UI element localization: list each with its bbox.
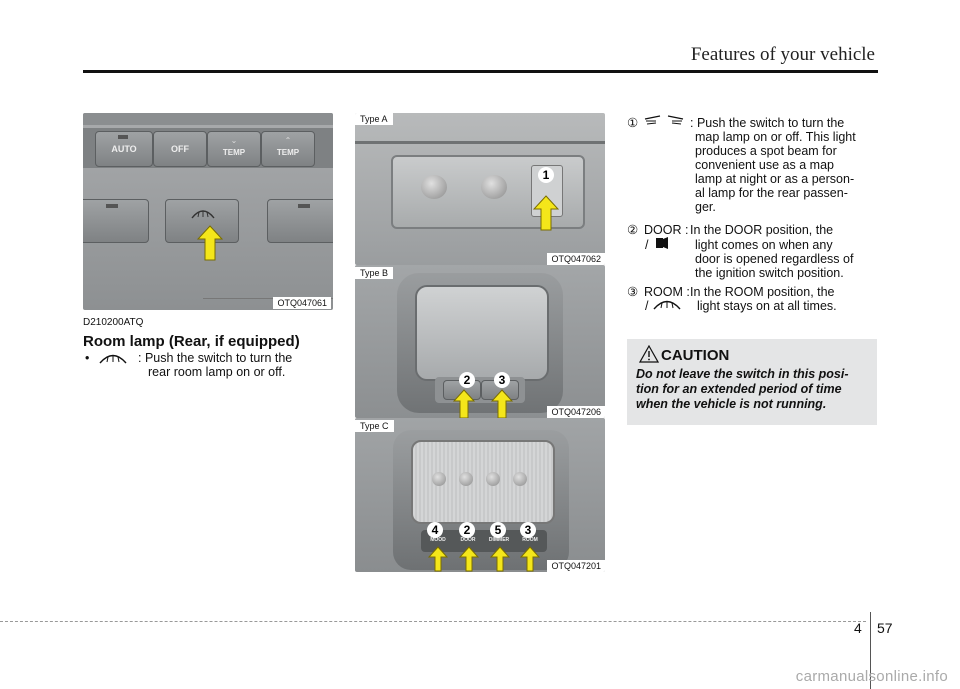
item-1-line-6: al lamp for the rear passen-: [695, 186, 848, 200]
room-lamp-heading: Room lamp (Rear, if equipped): [83, 333, 300, 350]
header-rule: [83, 70, 878, 73]
marker-2: 2: [459, 372, 475, 388]
caution-line-1: Do not leave the switch in this posi-: [636, 367, 849, 381]
figure-caption-type-a: OTQ047062: [547, 253, 605, 265]
item-2-label: DOOR :: [644, 223, 689, 237]
item-1-number: ①: [627, 116, 639, 130]
section-title: Features of your vehicle: [690, 44, 875, 65]
up-arrow-icon: [491, 389, 513, 418]
map-lamp-icon: [644, 115, 684, 125]
item-3-number: ③: [627, 285, 639, 299]
caution-box: CAUTION Do not leave the switch in this …: [627, 339, 877, 425]
room-lamp-icon: [99, 354, 127, 364]
item-3-label: ROOM :: [644, 285, 690, 299]
up-arrow-icon: [197, 225, 223, 261]
page-number: 57: [877, 620, 893, 636]
watermark: carmanualsonline.info: [795, 668, 948, 685]
room-lamp-icon: [191, 210, 215, 219]
auto-button: AUTO: [95, 131, 153, 167]
up-arrow-icon: [490, 546, 510, 572]
caution-title: CAUTION: [661, 347, 730, 364]
up-arrow-icon: [520, 546, 540, 572]
figure-caption-left: OTQ047061: [273, 297, 331, 309]
temp-up-button: ⌃ TEMP: [261, 131, 315, 167]
warning-icon: [639, 345, 659, 363]
footer-dashed-rule: [0, 621, 866, 622]
figure-type-a: 1 Type A OTQ047062: [355, 113, 605, 265]
marker-3: 3: [494, 372, 510, 388]
item-2-line-2: light comes on when any: [695, 238, 833, 252]
item-3-slash: /: [645, 299, 649, 313]
up-arrow-icon: [453, 389, 475, 418]
room-button: ROOM: [522, 537, 538, 543]
item-3-line-2: light stays on at all times.: [697, 299, 837, 313]
type-c-label: Type C: [355, 420, 394, 432]
type-b-label: Type B: [355, 267, 394, 279]
room-lamp-desc-line1: : Push the switch to turn the: [138, 351, 293, 365]
item-2-slash: /: [645, 238, 649, 252]
chapter-number: 4: [854, 620, 862, 636]
item-2-number: ②: [627, 223, 639, 237]
marker-4: 4: [427, 522, 443, 538]
temp-down-button: ⌄ TEMP: [207, 131, 261, 167]
item-1-line-1: : Push the switch to turn the: [690, 116, 845, 130]
marker-2: 2: [459, 522, 475, 538]
up-arrow-icon: [459, 546, 479, 572]
side-button-right: [267, 199, 333, 243]
marker-5: 5: [490, 522, 506, 538]
bullet: •: [85, 351, 90, 365]
door-button: DOOR: [460, 537, 476, 543]
figure-caption-type-b: OTQ047206: [547, 406, 605, 418]
caution-line-3: when the vehicle is not running.: [636, 397, 827, 411]
dimmer-button: DIMMER: [488, 537, 510, 543]
marker-1: 1: [538, 167, 554, 183]
up-arrow-icon: [428, 546, 448, 572]
caution-line-2: tion for an extended period of time: [636, 382, 842, 396]
mood-button: MOOD: [430, 537, 446, 543]
figure-type-c: MOOD DOOR DIMMER ROOM 4 2 5 3 Type C OTQ…: [355, 418, 605, 572]
up-arrow-icon: [533, 195, 559, 231]
footer-separator: [870, 612, 871, 689]
item-1-line-7: ger.: [695, 200, 716, 214]
door-lamp-icon: [656, 237, 668, 249]
item-1-line-2: map lamp on or off. This light: [695, 130, 856, 144]
item-2-line-3: door is opened regardless of: [695, 252, 854, 266]
item-1-line-5: lamp at night or as a person-: [695, 172, 855, 186]
item-3-line-1: In the ROOM position, the: [690, 285, 835, 299]
marker-3: 3: [520, 522, 536, 538]
item-2-line-1: In the DOOR position, the: [690, 223, 834, 237]
item-2-line-4: the ignition switch position.: [695, 266, 844, 280]
figure-type-b: 2 3 Type B OTQ047206: [355, 265, 605, 418]
off-button: OFF: [153, 131, 207, 167]
room-lamp-desc-line2: rear room lamp on or off.: [148, 365, 286, 379]
room-lamp-icon: [653, 300, 681, 310]
type-a-label: Type A: [355, 113, 393, 125]
item-1-line-4: convenient use as a map: [695, 158, 834, 172]
section-code: D210200ATQ: [83, 317, 144, 328]
side-button-left: [83, 199, 149, 243]
figure-rear-switch-panel: AUTO OFF ⌄ TEMP ⌃ TEMP OTQ047061: [83, 113, 333, 310]
figure-caption-type-c: OTQ047201: [547, 560, 605, 572]
item-1-line-3: produces a spot beam for: [695, 144, 837, 158]
